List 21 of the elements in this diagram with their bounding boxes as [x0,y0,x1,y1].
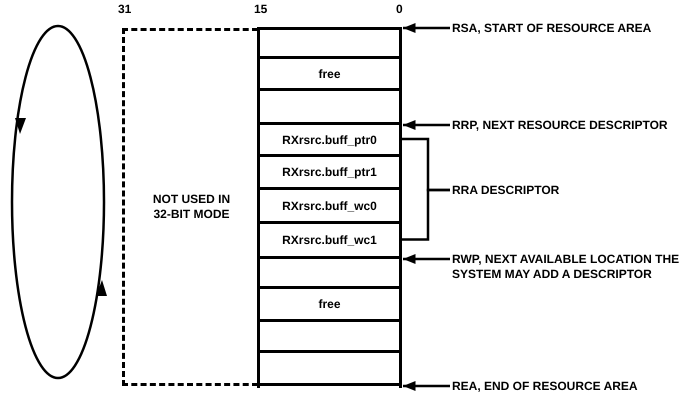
memory-word: free [260,289,399,322]
pointer-label: RWP, NEXT AVAILABLE LOCATION THE SYSTEM MAY ADD A DESCRIPTOR [452,252,680,282]
pointer-label: REA, END OF RESOURCE AREA [452,379,638,394]
pointer-arrow [403,120,450,130]
bit-number: 15 [254,2,268,17]
unused-area: NOT USED IN 32-BIT MODE [122,28,258,386]
pointer-arrow [403,381,450,391]
memory-word: RXrsrc.buff_ptr1 [260,157,399,190]
memory-word: RXrsrc.buff_ptr0 [260,125,399,157]
memory-word: RXrsrc.buff_wc0 [260,190,399,224]
pointer-label: RRA DESCRIPTOR [452,183,560,198]
pointer-arrow [403,23,450,33]
bracket-line [402,188,450,241]
pointer-label: RRP, NEXT RESOURCE DESCRIPTOR [452,118,668,133]
memory-column [257,27,402,388]
bit-number: 0 [396,2,403,17]
memory-word: RXrsrc.buff_wc1 [260,224,399,259]
memory-word: free [260,59,399,91]
pointer-arrow [403,254,450,264]
bit-number: 31 [118,2,132,17]
pointer-label: RSA, START OF RESOURCE AREA [452,21,652,36]
